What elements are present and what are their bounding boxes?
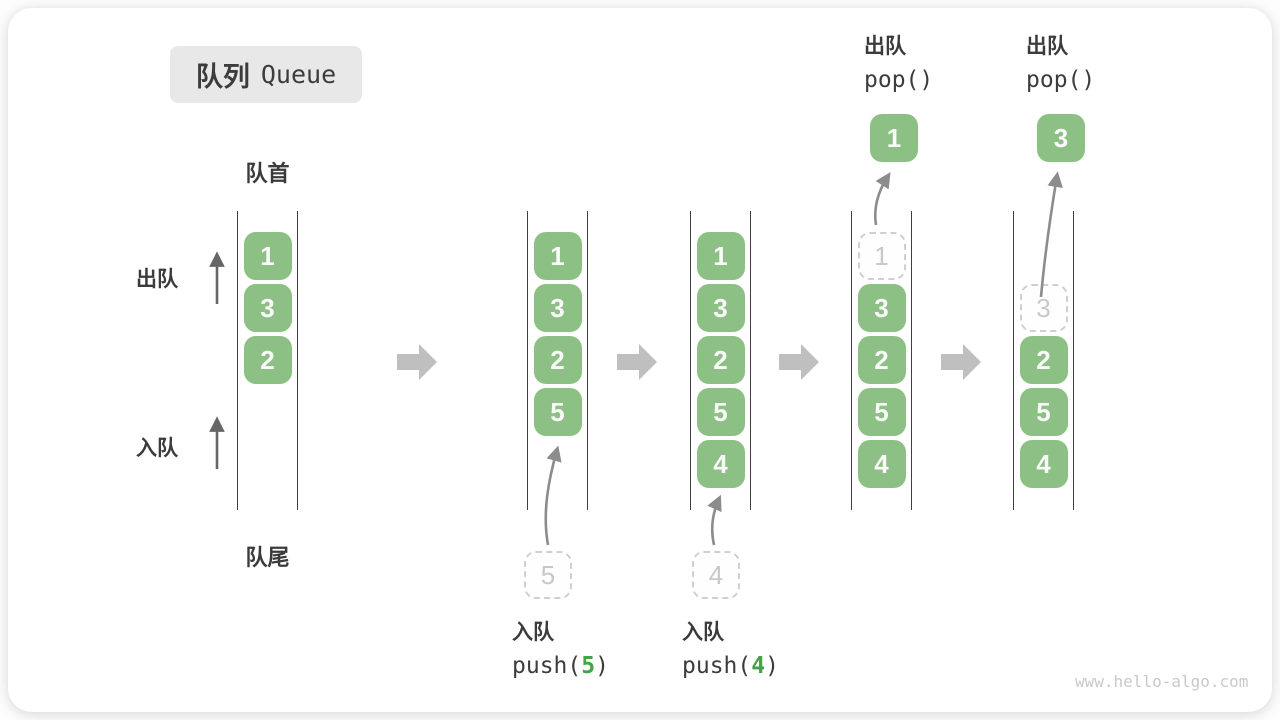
push5-code: push(5) <box>512 648 609 684</box>
queue-cell: 2 <box>696 336 745 384</box>
title-zh: 队列 <box>195 62 250 92</box>
diagram-title: 队列 Queue <box>170 46 362 103</box>
queue-cell: 2 <box>857 336 906 384</box>
queue-cell: 1 <box>243 232 292 280</box>
diagram-card <box>8 8 1272 712</box>
queue-cell: 1 <box>696 232 745 280</box>
queue-cell: 2 <box>243 336 292 384</box>
queue-state-5: 3 2 5 4 <box>1013 211 1074 510</box>
queue-state-4: 1 3 2 5 4 <box>851 211 912 510</box>
queue-cell: 1 <box>533 232 582 280</box>
queue-cell: 4 <box>696 440 745 488</box>
pop1-code: pop() <box>864 67 934 93</box>
queue-cell: 4 <box>857 440 906 488</box>
code-arg: 5 <box>581 653 596 679</box>
queue-cell: 2 <box>1019 336 1068 384</box>
queue-cell: 4 <box>1019 440 1068 488</box>
code-arg: 4 <box>751 653 766 679</box>
pop1-action-label: 出队 <box>864 35 906 58</box>
queue-cell: 5 <box>533 388 582 436</box>
pop2-action-label: 出队 <box>1026 35 1068 58</box>
watermark: www.hello-algo.com <box>1075 672 1249 691</box>
queue-state-3: 1 3 2 5 4 <box>690 211 751 510</box>
queue-state-1: 1 3 2 <box>237 211 298 510</box>
push5-action-label: 入队 <box>512 621 554 644</box>
title-en: Queue <box>260 60 337 89</box>
pop2-caption: 出队 pop() <box>1026 32 1095 98</box>
queue-cell: 3 <box>243 284 292 332</box>
push4-action-label: 入队 <box>682 621 724 644</box>
pending-cell: 4 <box>692 551 740 599</box>
code-text: ) <box>595 653 609 679</box>
pop2-code: pop() <box>1026 67 1096 93</box>
pending-cell: 5 <box>524 551 572 599</box>
pop1-caption: 出队 pop() <box>864 32 933 98</box>
queue-rear-label: 队尾 <box>245 545 290 570</box>
queue-cell: 5 <box>696 388 745 436</box>
queue-front-label: 队首 <box>245 161 290 186</box>
queue-cell: 3 <box>533 284 582 332</box>
code-text: ) <box>765 653 779 679</box>
dequeue-side-label: 出队 <box>136 268 178 291</box>
code-text: push( <box>512 653 582 679</box>
push4-caption: 入队 push(4) <box>682 618 779 684</box>
push4-code: push(4) <box>682 648 779 684</box>
queue-cell-removed: 3 <box>1019 284 1068 332</box>
queue-cell-removed: 1 <box>857 232 906 280</box>
queue-state-2: 1 3 2 5 <box>527 211 588 510</box>
push5-caption: 入队 push(5) <box>512 618 609 684</box>
popped-cell: 3 <box>1037 114 1085 162</box>
code-text: push( <box>682 653 752 679</box>
queue-cell: 3 <box>696 284 745 332</box>
queue-cell: 5 <box>1019 388 1068 436</box>
enqueue-side-label: 入队 <box>136 437 178 460</box>
queue-cell: 3 <box>857 284 906 332</box>
queue-cell: 5 <box>857 388 906 436</box>
popped-cell: 1 <box>870 114 918 162</box>
queue-cell: 2 <box>533 336 582 384</box>
